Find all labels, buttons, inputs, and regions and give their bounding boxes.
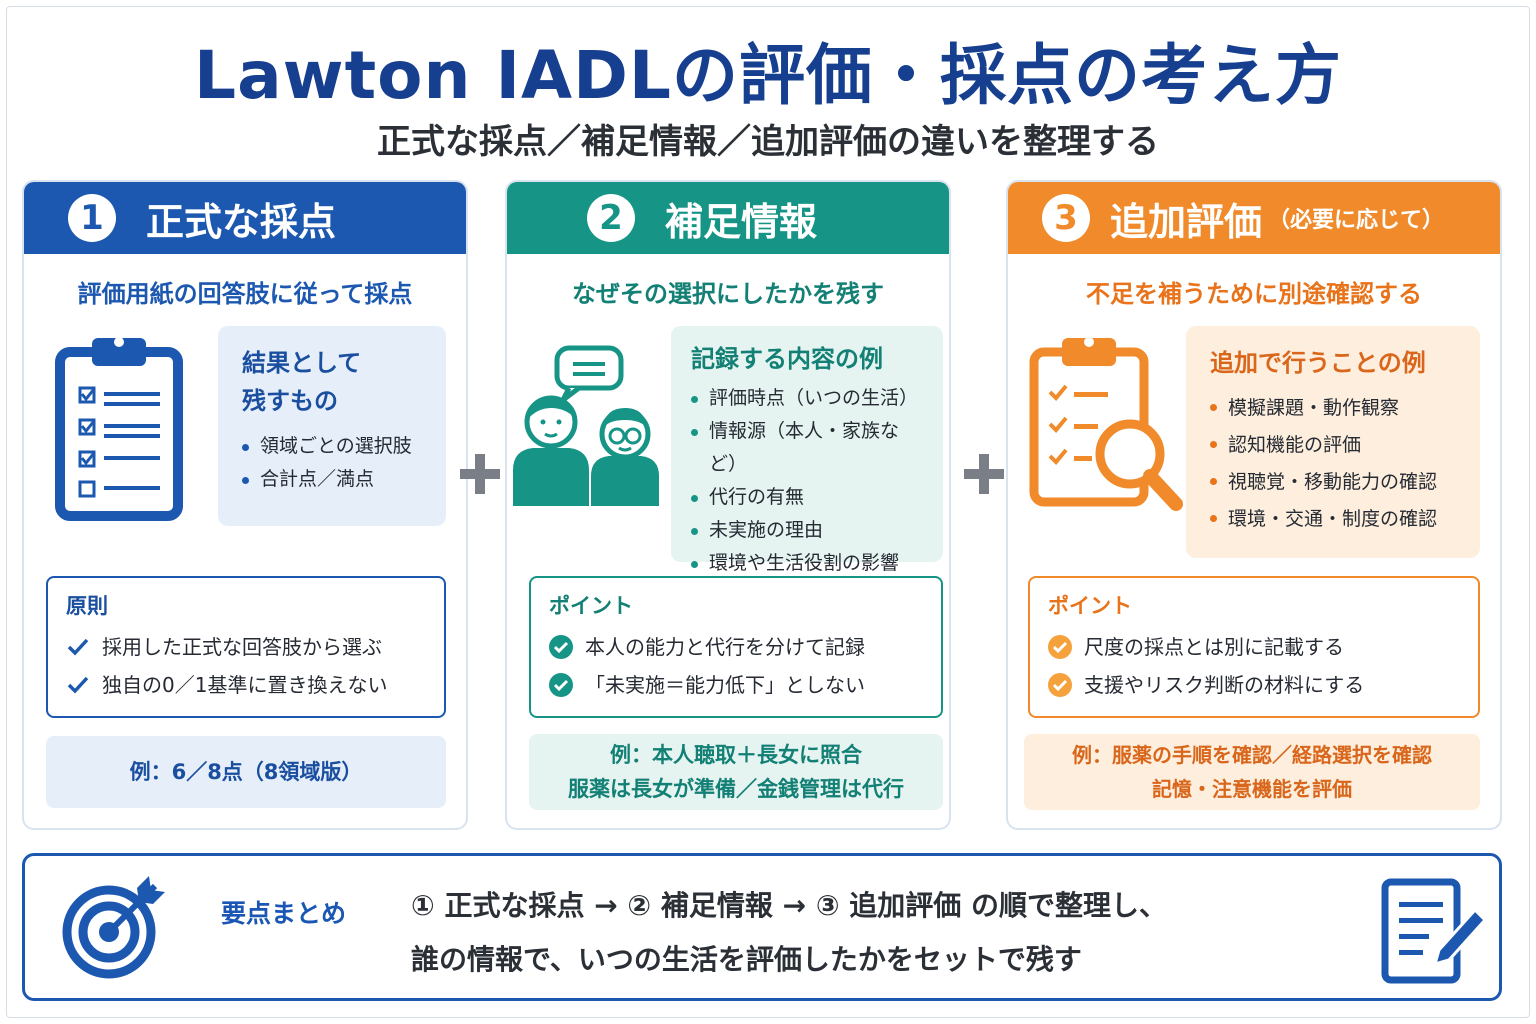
record-box: 記録する内容の例 評価時点（いつの生活） 情報源（本人・家族など） 代行の有無 …	[671, 326, 943, 574]
example-box: 例：服薬の手順を確認／経路選択を確認 記憶・注意機能を評価	[1024, 734, 1480, 810]
list-item: 情報源（本人・家族など）	[691, 415, 923, 481]
check-circle-icon	[1048, 673, 1072, 697]
result-box: 結果として 残すもの 領域ごとの選択肢 合計点／満点	[218, 326, 446, 526]
example-text: 例：服薬の手順を確認／経路選択を確認	[1072, 743, 1432, 767]
list-item: 代行の有無	[691, 481, 923, 514]
list-item: 環境や生活役割の影響	[691, 547, 923, 580]
principle-box: 原則 採用した正式な回答肢から選ぶ 独自の0／1基準に置き換えない	[46, 576, 446, 718]
point-item-text: 尺度の採点とは別に記載する	[1084, 635, 1344, 659]
principle-item-text: 採用した正式な回答肢から選ぶ	[102, 635, 382, 659]
example-text: 例：6／8点（8領域版）	[129, 760, 363, 784]
card-number: 1	[68, 194, 116, 242]
plus-icon	[962, 452, 1006, 496]
card-title: 補足情報	[665, 199, 818, 244]
check-icon	[67, 676, 89, 694]
additional-box-title: 追加で行うことの例	[1210, 349, 1426, 377]
list-item: 環境・交通・制度の確認	[1210, 501, 1456, 538]
page-frame	[6, 6, 1530, 1018]
example-text: 例：本人聴取＋長女に照合	[610, 743, 862, 767]
list-item: 領域ごとの選択肢	[242, 430, 422, 463]
card-header: 2 補足情報	[507, 182, 949, 254]
card-supplementary-info: 2 補足情報 なぜその選択にしたかを残す 記録する内容の例 評価時点（いつの生活…	[505, 180, 951, 830]
example-text: 記憶・注意機能を評価	[1152, 777, 1352, 801]
card-title: 追加評価	[1110, 199, 1263, 244]
principle-item: 採用した正式な回答肢から選ぶ	[66, 628, 426, 666]
point-item: 支援やリスク判断の材料にする	[1048, 666, 1460, 704]
card-number: 2	[587, 194, 635, 242]
check-circle-icon	[549, 673, 573, 697]
card-subtitle: 不足を補うために別途確認する	[1086, 280, 1422, 308]
people-conversation-icon	[511, 342, 671, 516]
check-circle-icon	[1048, 635, 1072, 659]
principle-item: 独自の0／1基準に置き換えない	[66, 666, 426, 704]
card-title: 正式な採点	[146, 199, 337, 244]
card-header: 1 正式な採点	[24, 182, 466, 254]
example-box: 例：6／8点（8領域版）	[46, 736, 446, 808]
list-item: 模擬課題・動作観察	[1210, 390, 1456, 427]
clipboard-magnifier-icon	[1028, 332, 1188, 526]
list-item: 未実施の理由	[691, 514, 923, 547]
example-box: 例：本人聴取＋長女に照合 服薬は長女が準備／金銭管理は代行	[529, 734, 943, 810]
point-item: 本人の能力と代行を分けて記録	[549, 628, 923, 666]
point-title: ポイント	[1048, 594, 1132, 618]
additional-box: 追加で行うことの例 模擬課題・動作観察 認知機能の評価 視聴覚・移動能力の確認 …	[1186, 326, 1480, 558]
target-arrow-icon	[59, 870, 171, 986]
list-item: 認知機能の評価	[1210, 427, 1456, 464]
card-subtitle: なぜその選択にしたかを残す	[572, 280, 884, 308]
summary-line-2: 誰の情報で、いつの生活を評価したかをセットで残す	[411, 943, 1082, 976]
record-box-title: 記録する内容の例	[691, 345, 883, 373]
list-item: 合計点／満点	[242, 463, 422, 496]
check-icon	[67, 638, 89, 656]
card-subtitle: 評価用紙の回答肢に従って採点	[77, 280, 413, 308]
check-circle-icon	[549, 635, 573, 659]
point-item-text: 「未実施＝能力低下」としない	[585, 673, 865, 697]
point-box: ポイント 本人の能力と代行を分けて記録 「未実施＝能力低下」としない	[529, 576, 943, 718]
list-item: 評価時点（いつの生活）	[691, 382, 923, 415]
list-item: 視聴覚・移動能力の確認	[1210, 464, 1456, 501]
summary-box: 要点まとめ ① 正式な採点 → ② 補足情報 → ③ 追加評価 の順で整理し、 …	[22, 853, 1502, 1001]
clipboard-checklist-icon	[54, 332, 184, 526]
card-additional-assessment: 3 追加評価 （必要に応じて） 不足を補うために別途確認する 追加で行うことの例…	[1006, 180, 1502, 830]
card-formal-scoring: 1 正式な採点 評価用紙の回答肢に従って採点 結果として 残すもの 領域ごとの	[22, 180, 468, 830]
result-box-title-1: 結果として	[242, 349, 362, 377]
point-item: 尺度の採点とは別に記載する	[1048, 628, 1460, 666]
page-title: Lawton IADLの評価・採点の考え方	[194, 37, 1342, 114]
point-title: ポイント	[549, 594, 633, 618]
point-item-text: 本人の能力と代行を分けて記録	[585, 635, 865, 659]
point-item-text: 支援やリスク判断の材料にする	[1084, 673, 1365, 697]
result-box-title-2: 残すもの	[242, 387, 338, 415]
card-title-note: （必要に応じて）	[1268, 208, 1445, 233]
card-number: 3	[1042, 194, 1090, 242]
point-box: ポイント 尺度の採点とは別に記載する 支援やリスク判断の材料にする	[1028, 576, 1480, 718]
plus-icon	[458, 452, 502, 496]
point-item: 「未実施＝能力低下」としない	[549, 666, 923, 704]
document-pencil-icon	[1379, 876, 1489, 990]
example-text: 服薬は長女が準備／金銭管理は代行	[568, 777, 904, 801]
summary-line-1: ① 正式な採点 → ② 補足情報 → ③ 追加評価 の順で整理し、	[411, 889, 1168, 922]
summary-label: 要点まとめ	[221, 899, 347, 928]
principle-item-text: 独自の0／1基準に置き換えない	[102, 673, 388, 697]
card-header: 3 追加評価 （必要に応じて）	[1008, 182, 1500, 254]
page-subtitle: 正式な採点／補足情報／追加評価の違いを整理する	[377, 122, 1159, 162]
principle-title: 原則	[66, 594, 108, 618]
